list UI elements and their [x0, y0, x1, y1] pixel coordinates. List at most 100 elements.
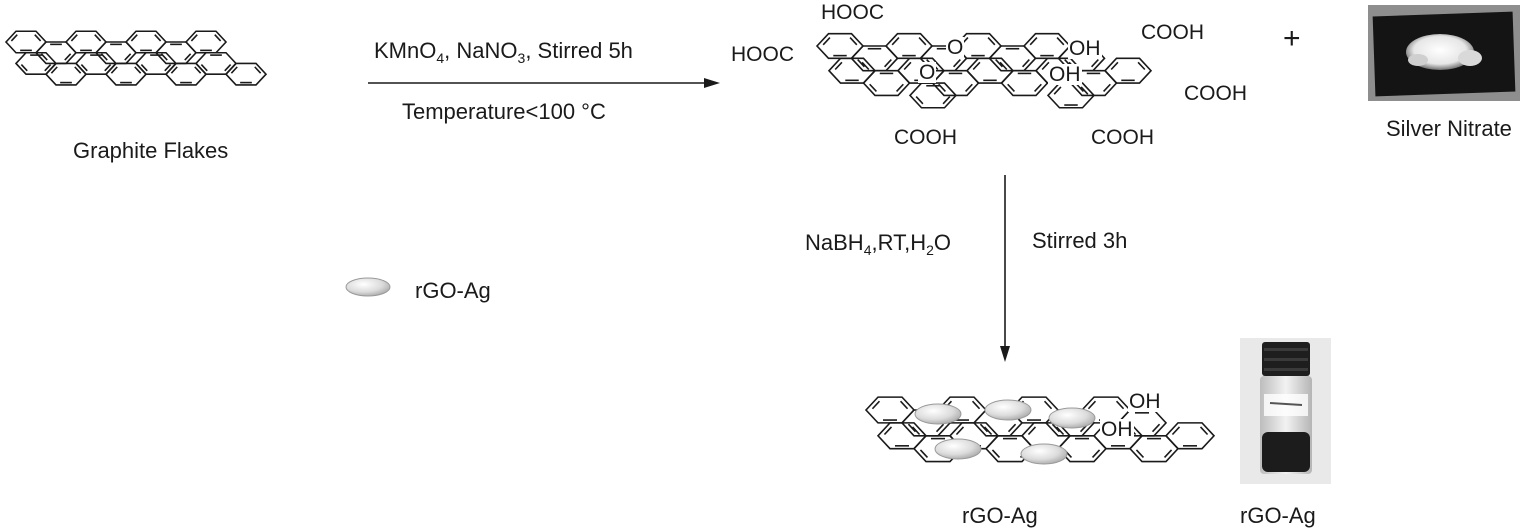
double-bond: [1027, 426, 1037, 436]
double-bond: [1034, 83, 1042, 93]
double-bond: [883, 426, 893, 436]
rgo-ag-product-label: rGO-Ag: [962, 503, 1038, 528]
double-bond: [857, 59, 865, 68]
double-bond: [907, 423, 917, 433]
aromatic-ring: [1000, 69, 1049, 97]
double-bond: [991, 449, 1001, 458]
double-bond: [896, 83, 904, 93]
silver-nanoparticle: [984, 399, 1032, 421]
legend-label: rGO-Ag: [415, 278, 491, 303]
double-bond: [1076, 83, 1084, 93]
step1-conditions-label: Temperature<100 °C: [402, 99, 606, 124]
double-bond: [884, 59, 892, 68]
go-cooh-bottom-left: COOH: [893, 126, 958, 149]
aromatic-ring: [1103, 57, 1153, 84]
double-bond: [70, 34, 78, 42]
rgo-ag-structure: [864, 396, 1216, 465]
double-bond: [230, 66, 238, 74]
double-bond: [1043, 400, 1053, 410]
double-bond: [953, 59, 961, 68]
double-bond: [834, 61, 843, 71]
double-bond: [1007, 423, 1017, 433]
double-bond: [861, 61, 870, 71]
aromatic-ring: [1164, 422, 1216, 450]
aromatic-ring: [815, 32, 865, 60]
double-bond: [104, 63, 112, 72]
double-bond: [100, 53, 108, 61]
double-bond: [1080, 86, 1089, 95]
double-bond: [170, 66, 178, 74]
graphene-oxide-structure: [815, 32, 1153, 109]
aromatic-ring: [224, 62, 268, 86]
double-bond: [184, 53, 192, 61]
rgo-hydroxyl-2: OH: [1100, 418, 1134, 441]
double-bond: [1199, 426, 1209, 436]
silver-nanoparticle: [1048, 407, 1096, 429]
go-cooh-left: HOOC: [730, 43, 795, 66]
double-bond: [1135, 449, 1145, 458]
go-cooh-right-mid: COOH: [1183, 82, 1248, 105]
double-bond: [935, 423, 945, 433]
graphite-flakes-label: Graphite Flakes: [73, 138, 229, 163]
aromatic-ring: [184, 30, 228, 54]
silver-nanoparticle: [934, 438, 982, 460]
double-bond: [124, 53, 132, 61]
double-bond: [20, 63, 28, 72]
go-hydroxyl-1: OH: [1068, 37, 1102, 60]
double-bond: [938, 83, 946, 93]
step2-reagents-label: NaBH4,RT,H2O: [805, 230, 952, 258]
rgo-ag-vial-photo: [1240, 338, 1331, 484]
double-bond: [915, 96, 924, 105]
double-bond: [1171, 426, 1181, 436]
double-bond: [871, 400, 881, 410]
double-bond: [1087, 400, 1097, 410]
double-bond: [80, 63, 88, 72]
go-cooh-top: HOOC: [820, 1, 885, 24]
double-bond: [140, 63, 148, 72]
go-cooh-bottom-right: COOH: [1090, 126, 1155, 149]
double-bond: [254, 66, 262, 74]
double-bond: [1056, 37, 1065, 46]
double-bond: [918, 37, 927, 46]
double-bond: [1022, 59, 1030, 68]
silver-nanoparticle: [1020, 443, 1068, 465]
double-bond: [44, 63, 52, 72]
double-bond: [1055, 426, 1065, 436]
double-bond: [1051, 423, 1061, 433]
step1-reagents-label: KMnO4, NaNO3, Stirred 5h: [374, 38, 633, 66]
double-bond: [942, 96, 951, 105]
double-bond: [849, 37, 858, 46]
plus-sign: +: [1283, 22, 1301, 55]
double-bond: [971, 400, 981, 410]
double-bond: [160, 53, 168, 61]
double-bond: [999, 61, 1008, 71]
double-bond: [1041, 61, 1050, 71]
reaction-arrow-step2: [1000, 175, 1010, 362]
double-bond: [1151, 423, 1161, 433]
rgo-ag-vial-label: rGO-Ag: [1240, 503, 1316, 528]
legend-nanoparticle-icon: [345, 277, 391, 297]
double-bond: [190, 34, 198, 42]
double-bond: [64, 53, 72, 61]
double-bond: [40, 53, 48, 61]
double-bond: [74, 66, 82, 74]
double-bond: [919, 449, 929, 458]
double-bond: [972, 61, 981, 71]
rgo-hydroxyl-1: OH: [1128, 390, 1162, 413]
double-bond: [134, 66, 142, 74]
double-bond: [995, 59, 1003, 68]
double-bond: [899, 400, 909, 410]
double-bond: [130, 34, 138, 42]
double-bond: [891, 37, 900, 46]
double-bond: [983, 426, 993, 436]
step2-conditions-label: Stirred 3h: [1032, 228, 1128, 253]
aromatic-ring: [864, 396, 916, 424]
double-bond: [200, 63, 208, 72]
go-cooh-right-top: COOH: [1140, 21, 1205, 44]
double-bond: [224, 63, 232, 72]
double-bond: [869, 83, 877, 93]
double-bond: [10, 34, 18, 42]
double-bond: [1091, 449, 1101, 458]
silver-nitrate-label: Silver Nitrate: [1386, 116, 1512, 141]
silver-nitrate-photo: [1368, 5, 1520, 101]
